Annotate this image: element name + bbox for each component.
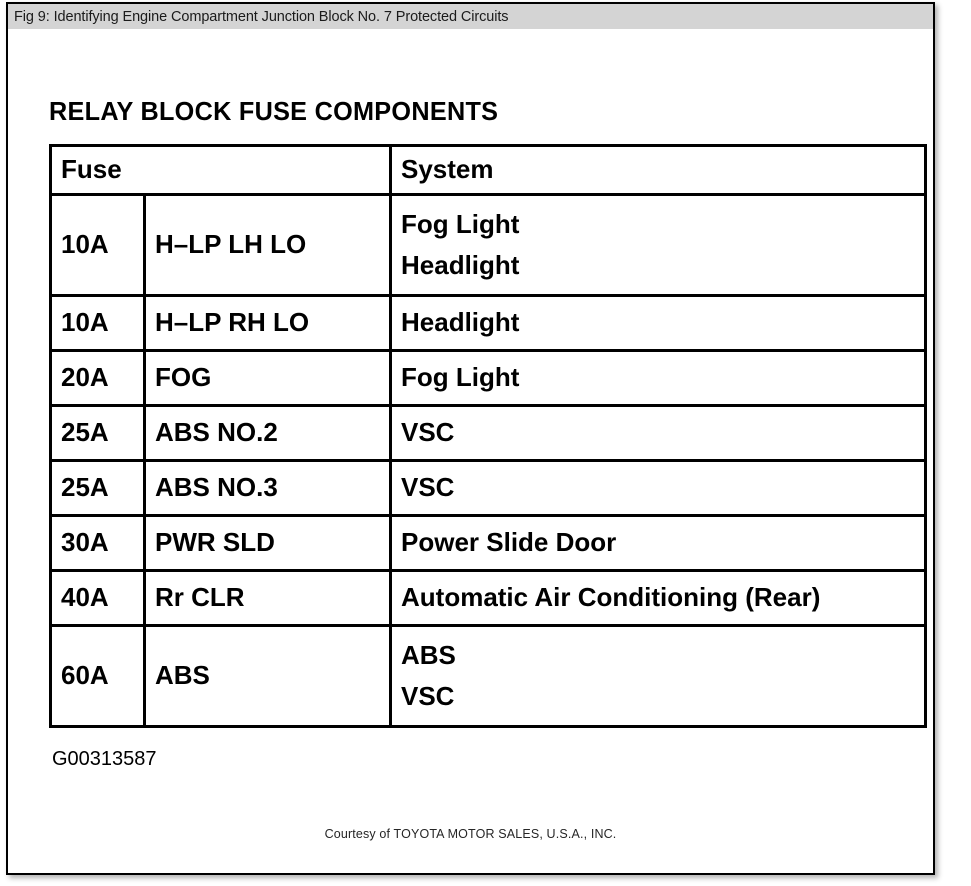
system-line: Fog Light xyxy=(401,362,520,393)
fuse-amperage-cell: 10A xyxy=(49,193,146,297)
fuse-amperage-cell: 25A xyxy=(49,459,146,517)
figure-caption-text: Fig 9: Identifying Engine Compartment Ju… xyxy=(14,8,509,25)
fuse-amperage-cell: 60A xyxy=(49,624,146,728)
system-cell: Fog Light xyxy=(389,349,927,407)
column-header-system: System xyxy=(389,144,927,196)
fuse-amperage-cell: 40A xyxy=(49,569,146,627)
system-line: VSC xyxy=(401,680,455,711)
system-line-group: Power Slide Door xyxy=(401,528,915,557)
system-line-group: Fog Light xyxy=(401,363,915,392)
fuse-name-cell: ABS xyxy=(143,624,392,728)
system-cell: Headlight xyxy=(389,294,927,352)
system-line: Headlight xyxy=(401,307,520,338)
fuse-name-cell: Rr CLR xyxy=(143,569,392,627)
system-line-group: VSC xyxy=(401,473,915,502)
fuse-amperage-cell: 25A xyxy=(49,404,146,462)
fuse-name-cell: H–LP RH LO xyxy=(143,294,392,352)
fuse-name-cell: H–LP LH LO xyxy=(143,193,392,297)
fuse-name-cell: ABS NO.2 xyxy=(143,404,392,462)
system-line-group: Automatic Air Conditioning (Rear) xyxy=(401,583,915,612)
system-cell: ABS VSC xyxy=(389,624,927,728)
system-line-group: Headlight xyxy=(401,308,915,337)
system-line: Headlight xyxy=(401,249,520,280)
fuse-name-cell: ABS NO.3 xyxy=(143,459,392,517)
system-line: Automatic Air Conditioning (Rear) xyxy=(401,582,821,613)
fuse-name-cell: PWR SLD xyxy=(143,514,392,572)
fuse-name-cell: FOG xyxy=(143,349,392,407)
system-cell: VSC xyxy=(389,404,927,462)
system-cell: Automatic Air Conditioning (Rear) xyxy=(389,569,927,627)
system-line: Power Slide Door xyxy=(401,527,617,558)
system-line: VSC xyxy=(401,417,455,448)
system-cell: VSC xyxy=(389,459,927,517)
column-header-fuse: Fuse xyxy=(49,144,392,196)
system-line-group: VSC xyxy=(401,418,915,447)
system-line: VSC xyxy=(401,472,455,503)
scanned-document: RELAY BLOCK FUSE COMPONENTS Fuse System … xyxy=(8,30,933,872)
fuse-amperage-cell: 10A xyxy=(49,294,146,352)
figure-viewer: Fig 9: Identifying Engine Compartment Ju… xyxy=(6,2,935,875)
table-header-row: Fuse System xyxy=(49,144,927,196)
document-title: RELAY BLOCK FUSE COMPONENTS xyxy=(49,96,499,126)
system-line: Fog Light xyxy=(401,209,520,240)
system-line: ABS xyxy=(401,640,456,671)
system-cell: Power Slide Door xyxy=(389,514,927,572)
courtesy-notice: Courtesy of TOYOTA MOTOR SALES, U.S.A., … xyxy=(324,827,617,841)
figure-id-label: G00313587 xyxy=(52,748,157,770)
fuse-amperage-cell: 30A xyxy=(49,514,146,572)
fuse-amperage-cell: 20A xyxy=(49,349,146,407)
figure-caption-bar: Fig 9: Identifying Engine Compartment Ju… xyxy=(8,4,933,30)
system-line-group: ABS VSC xyxy=(401,641,915,710)
